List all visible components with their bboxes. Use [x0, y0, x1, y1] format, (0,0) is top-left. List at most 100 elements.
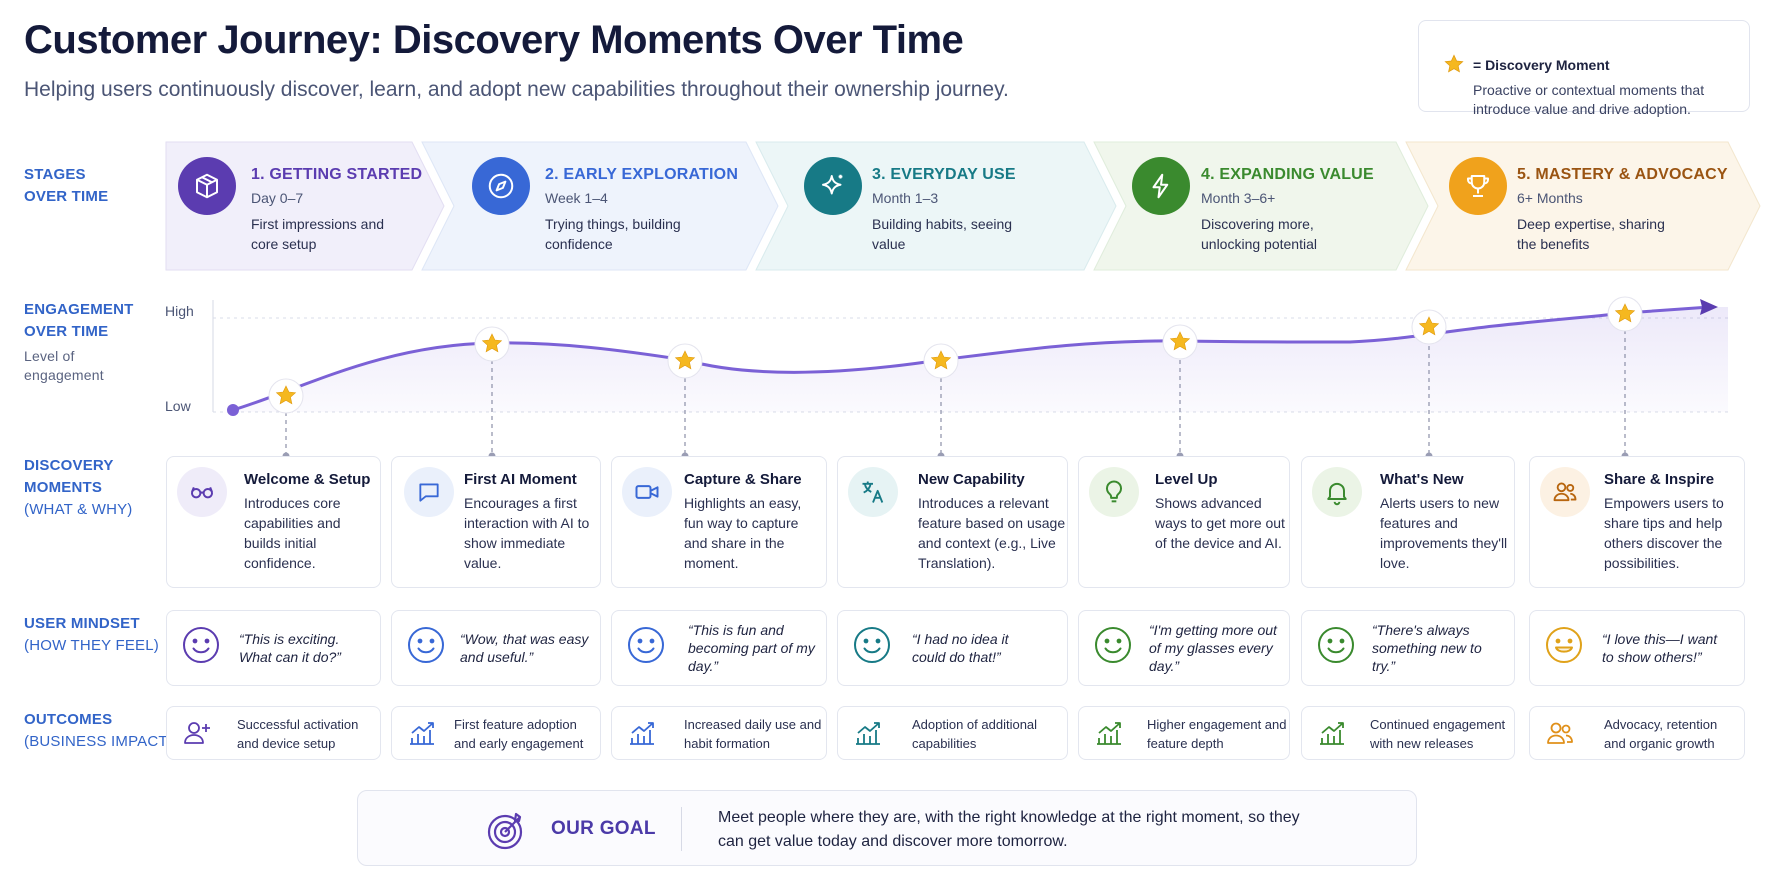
stage-title: 3. EVERYDAY USE: [872, 166, 1016, 183]
star-marker: [474, 326, 510, 362]
stage-description: Building habits, seeing value: [872, 216, 1013, 252]
growth-chart-icon: [1097, 722, 1121, 745]
lightbulb-icon: [1089, 467, 1139, 517]
outcome-text: Continued engagement with new releases: [1370, 717, 1506, 751]
stage-description: Trying things, building confidence: [545, 216, 681, 252]
star-marker: [923, 343, 959, 379]
engagement-curve-chart: [212, 296, 1728, 460]
moment-description: Encourages a first interaction with AI t…: [464, 495, 590, 571]
stage-description: Discovering more, unlocking potential: [1201, 216, 1317, 252]
mindset-card-1: “This is exciting. What can it do?”: [166, 610, 381, 686]
moment-description: Introduces a relevant feature based on u…: [918, 495, 1066, 571]
stage-title: 2. EARLY EXPLORATION: [545, 166, 739, 183]
star-icon: [275, 385, 297, 405]
star-marker: [1411, 309, 1447, 345]
goal-banner: OUR GOAL Meet people where they are, wit…: [357, 790, 1417, 866]
stage-period: Month 3–6+: [1201, 190, 1276, 206]
moment-title: Welcome & Setup: [244, 471, 371, 488]
divider: [681, 807, 682, 851]
star-marker: [1607, 296, 1643, 332]
translate-icon: [848, 467, 898, 517]
moment-card-capture: Capture & Share Highlights an easy, fun …: [611, 456, 827, 588]
row-label-stages: STAGES OVER TIME: [24, 166, 109, 205]
stage-period: Week 1–4: [545, 190, 608, 206]
moment-card-first-ai: First AI Moment Encourages a first inter…: [391, 456, 601, 588]
stage-description: Deep expertise, sharing the benefits: [1517, 216, 1665, 252]
outcome-text: Increased daily use and habit formation: [684, 717, 822, 751]
box-icon: [178, 157, 236, 215]
mindset-card-6: “There's always something new to try.”: [1301, 610, 1515, 686]
star-icon: [1614, 303, 1636, 323]
legend-description: Proactive or contextual moments that int…: [1473, 82, 1705, 117]
mindset-quote: “I'm getting more out of my glasses ever…: [1149, 622, 1277, 674]
outcome-text: Advocacy, retention and organic growth: [1604, 717, 1718, 751]
compass-icon: [472, 157, 530, 215]
outcome-card-6: Continued engagement with new releases: [1301, 706, 1515, 760]
moment-card-level-up: Level Up Shows advanced ways to get more…: [1078, 456, 1290, 588]
stage-chevron-1: [165, 141, 445, 271]
goal-label: OUR GOAL: [551, 818, 656, 839]
axis-label-low: Low: [165, 398, 191, 414]
moment-title: What's New: [1380, 471, 1464, 488]
smiley-icon: [628, 627, 664, 663]
star-icon: [1418, 316, 1440, 336]
mindset-card-2: “Wow, that was easy and useful.”: [391, 610, 601, 686]
moment-card-share-inspire: Share & Inspire Empowers users to share …: [1529, 456, 1745, 588]
outcome-card-4: Adoption of additional capabilities: [837, 706, 1068, 760]
mindset-card-5: “I'm getting more out of my glasses ever…: [1078, 610, 1290, 686]
row-label-moments: DISCOVERY MOMENTS (WHAT & WHY): [24, 457, 133, 518]
mindset-quote: “There's always something new to try.”: [1372, 622, 1482, 674]
stage-period: Month 1–3: [872, 190, 939, 206]
mindset-quote: “Wow, that was easy and useful.”: [460, 631, 589, 665]
growth-chart-icon: [856, 722, 880, 745]
video-icon: [622, 467, 672, 517]
moment-title: First AI Moment: [464, 471, 577, 488]
stage-3: 3. EVERYDAY USE Month 1–3 Building habit…: [872, 166, 1022, 254]
outcome-text: Successful activation and device setup: [237, 717, 359, 751]
moment-description: Shows advanced ways to get more out of t…: [1155, 495, 1285, 551]
smiley-icon: [183, 627, 219, 663]
mindset-card-7: “I love this—I want to show others!”: [1529, 610, 1745, 686]
moment-card-welcome: Welcome & Setup Introduces core capabili…: [166, 456, 381, 588]
legend-title: = Discovery Moment: [1473, 57, 1610, 73]
outcome-card-7: Advocacy, retention and organic growth: [1529, 706, 1745, 760]
star-marker: [667, 343, 703, 379]
row-label-mindset: USER MINDSET (HOW THEY FEEL): [24, 615, 159, 654]
moment-description: Empowers users to share tips and help ot…: [1604, 495, 1724, 571]
outcome-card-3: Increased daily use and habit formation: [611, 706, 827, 760]
growth-chart-icon: [630, 722, 654, 745]
stage-period: 6+ Months: [1517, 190, 1583, 206]
smiley-icon: [854, 627, 890, 663]
outcome-text: Higher engagement and feature depth: [1147, 717, 1287, 751]
connector-lines: [285, 330, 1626, 456]
star-icon: [1169, 331, 1191, 351]
moment-title: New Capability: [918, 471, 1025, 488]
stage-title: 1. GETTING STARTED: [251, 166, 423, 183]
stage-1: 1. GETTING STARTED Day 0–7 First impress…: [251, 166, 422, 254]
stage-4: 4. EXPANDING VALUE Month 3–6+ Discoverin…: [1201, 166, 1374, 254]
moment-card-whats-new: What's New Alerts users to new features …: [1301, 456, 1515, 588]
moment-title: Level Up: [1155, 471, 1218, 488]
add-user-icon: [184, 722, 210, 744]
mindset-card-3: “This is fun and becoming part of my day…: [611, 610, 827, 686]
star-marker: [1162, 324, 1198, 360]
mindset-quote: “I had no idea it could do that!”: [912, 631, 1009, 665]
moment-title: Share & Inspire: [1604, 471, 1715, 488]
growth-chart-icon: [410, 722, 434, 745]
outcome-card-1: Successful activation and device setup: [166, 706, 381, 760]
outcome-text: Adoption of additional capabilities: [912, 717, 1038, 751]
moment-description: Introduces core capabilities and builds …: [244, 495, 341, 571]
legend: = Discovery Moment Proactive or contextu…: [1418, 20, 1750, 117]
chat-icon: [404, 467, 454, 517]
smiley-icon: [1546, 627, 1582, 663]
stage-title: 5. MASTERY & ADVOCACY: [1517, 166, 1728, 183]
smiley-icon: [1318, 627, 1354, 663]
discovery-star-markers: [268, 296, 1643, 414]
star-icon: [674, 350, 696, 370]
people-icon: [1547, 722, 1573, 744]
row-label-outcomes: OUTCOMES (BUSINESS IMPACT): [24, 711, 173, 750]
outcome-card-5: Higher engagement and feature depth: [1078, 706, 1290, 760]
stage-2: 2. EARLY EXPLORATION Week 1–4 Trying thi…: [545, 166, 738, 254]
outcome-text: First feature adoption and early engagem…: [454, 717, 584, 751]
people-icon: [1540, 467, 1590, 517]
